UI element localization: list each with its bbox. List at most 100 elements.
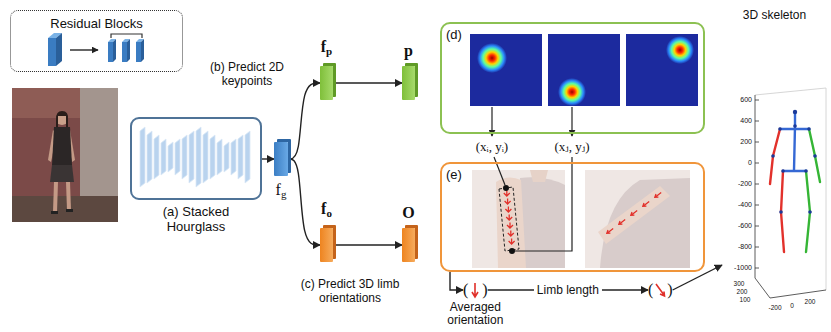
leader-line <box>491 107 492 136</box>
block-front <box>136 42 141 62</box>
slab <box>196 127 201 187</box>
photo-wall <box>12 88 118 222</box>
skeleton-figure <box>770 112 820 252</box>
photo-ground <box>585 170 690 268</box>
photo-arm <box>496 177 526 268</box>
heatmap <box>548 34 620 106</box>
joint <box>808 210 812 214</box>
leader-line <box>571 107 572 136</box>
axis-tick-label: 200 <box>734 288 750 295</box>
person-torso <box>52 127 72 165</box>
panel-tag: (e) <box>446 167 462 182</box>
skeleton-axes <box>755 88 826 298</box>
vector-arrow <box>653 281 667 299</box>
slab <box>168 142 173 172</box>
feature-name: f <box>321 200 326 217</box>
bracket: ) <box>667 281 672 299</box>
axis-back <box>826 88 827 290</box>
skeleton-limb-left <box>770 129 780 184</box>
keypoint-dot <box>509 248 515 254</box>
connector-arrow <box>450 272 463 290</box>
axis-ticks <box>755 100 759 268</box>
axis-tick-label: -800 <box>728 243 752 251</box>
block-front <box>108 42 113 62</box>
person-hair <box>56 111 68 127</box>
joint <box>779 210 783 214</box>
skeleton-limb-right <box>809 129 820 182</box>
slab <box>217 139 222 175</box>
orientation-vector: () <box>648 281 673 299</box>
heatmaps <box>470 34 698 106</box>
network-caption: (a) Stacked Hourglass <box>144 204 248 234</box>
limb-photo <box>585 170 690 268</box>
connector-arrow <box>333 82 402 83</box>
joint <box>781 169 785 173</box>
person-leg <box>53 182 58 212</box>
joint <box>793 124 797 128</box>
joint <box>793 110 797 114</box>
label-holder: fo <box>321 201 332 221</box>
connector-label: Limb length <box>534 283 602 297</box>
photo-torso <box>520 177 565 268</box>
joint <box>778 127 782 131</box>
plot-title: 3D skeleton <box>743 8 806 22</box>
connector-arrow <box>262 158 274 159</box>
skeleton-joints <box>771 110 817 214</box>
heatmap-peak <box>666 36 694 64</box>
block-side <box>56 33 62 66</box>
slab <box>203 131 208 183</box>
residual-block-sketch <box>48 33 144 66</box>
photo-forearm <box>598 186 670 244</box>
heatmap-peak <box>477 43 507 73</box>
joint <box>807 127 811 131</box>
axis-tick-label: 0 <box>786 302 798 309</box>
orientation-vector: ()Averaged orientation <box>463 281 488 299</box>
slab <box>182 135 187 179</box>
skeleton-spine <box>794 112 795 170</box>
bracket: ) <box>482 281 487 299</box>
label-holder: fp <box>321 39 332 59</box>
photo-neck <box>530 170 548 182</box>
limb-photo <box>472 170 565 268</box>
heatmap-panel: (d) <box>440 22 705 134</box>
axis-line <box>755 278 770 298</box>
person-skirt <box>50 165 74 182</box>
axis-tick-label: 100 <box>737 296 753 303</box>
slab <box>154 135 159 179</box>
axis-line <box>770 290 826 298</box>
block-front <box>122 42 127 62</box>
axis-tick-label: -600 <box>728 222 752 230</box>
slab <box>231 139 236 175</box>
feature-subscript: g <box>281 188 287 200</box>
output-name: O <box>402 204 414 221</box>
heatmap <box>470 34 542 106</box>
keypoint-coordinate: (xᵢ, yᵢ) <box>462 139 522 154</box>
label-holder: fg <box>276 182 287 202</box>
axis-tick-label: -400 <box>728 201 752 209</box>
slab <box>210 135 215 179</box>
feature-name: f <box>276 181 281 198</box>
slab <box>189 131 194 183</box>
output-name: p <box>404 42 413 59</box>
hourglass-network-box: (a) Stacked Hourglass <box>130 117 262 200</box>
orientation-arrows <box>607 193 661 234</box>
step-caption: (c) Predict 3D limb orientations <box>297 277 403 305</box>
skeleton-plot: 3D skeleton <box>722 4 827 304</box>
skeleton-hips <box>783 170 806 172</box>
skeleton-shoulders <box>780 128 809 130</box>
axis-tick-label: 300 <box>731 280 747 287</box>
keypoint-leaders <box>492 107 572 251</box>
joint <box>771 154 775 158</box>
vector-arrow-path <box>656 284 665 296</box>
joint <box>813 154 817 158</box>
step-caption: (b) Predict 2D keypoints <box>200 60 294 88</box>
output-map-block: p <box>402 66 415 100</box>
joint <box>804 169 808 173</box>
hourglass-slabs <box>140 127 250 187</box>
panel-tag: (d) <box>446 27 462 42</box>
feature-map-block: fp <box>320 66 333 100</box>
axis-tick-label: -1000 <box>728 264 752 272</box>
slab <box>161 139 166 175</box>
heatmap-peak <box>558 78 586 106</box>
keypoint-dot <box>503 185 509 191</box>
